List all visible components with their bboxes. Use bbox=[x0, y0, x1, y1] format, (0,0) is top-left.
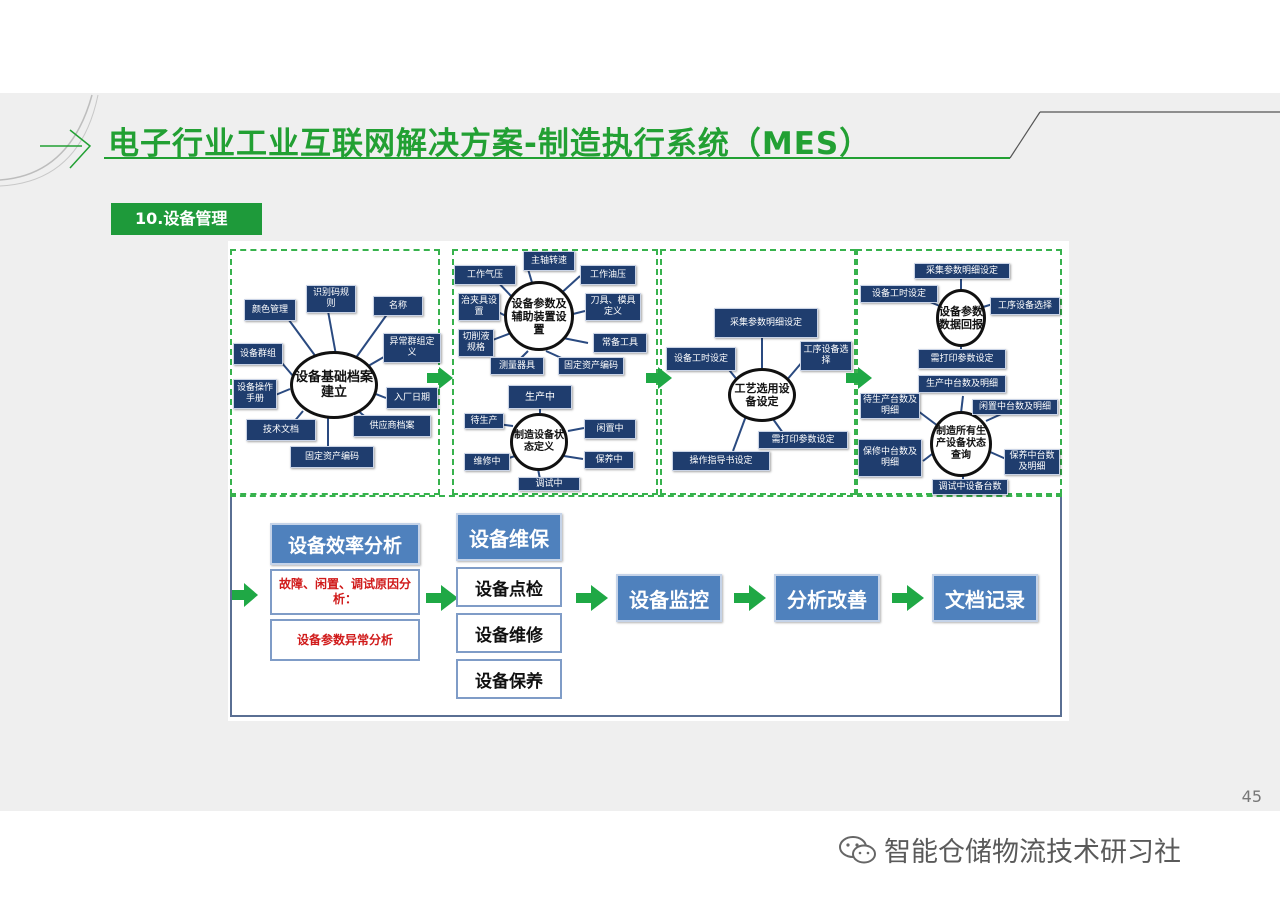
node-exception-group: 异常群组定义 bbox=[383, 333, 441, 363]
node-supplier-archive: 供应商档案 bbox=[353, 415, 431, 437]
repair-box: 设备维修 bbox=[456, 613, 562, 653]
node-print-param-setup: 需打印参数设定 bbox=[758, 431, 848, 449]
maintenance-title-box: 设备维保 bbox=[456, 513, 562, 561]
hub-status-query: 制造所有生产设备状态查询 bbox=[930, 411, 992, 477]
node-tool-mold-definition: 刀具、模具定义 bbox=[585, 293, 641, 321]
node-entry-date: 入厂日期 bbox=[386, 387, 438, 409]
wechat-icon bbox=[839, 835, 876, 863]
arrow-right-icon bbox=[646, 367, 672, 389]
upkeep-box: 设备保养 bbox=[456, 659, 562, 699]
arrow-right-icon bbox=[892, 585, 924, 611]
node-operation-guide: 操作指导书设定 bbox=[672, 451, 770, 471]
arrow-right-icon bbox=[426, 585, 458, 611]
node-work-air-pressure: 工作气压 bbox=[454, 265, 516, 285]
node-process-select-2: 工序设备选择 bbox=[990, 297, 1060, 315]
param-anomaly-box: 设备参数异常分析 bbox=[270, 619, 420, 661]
node-tech-docs: 技术文档 bbox=[246, 419, 316, 441]
node-print-param-2: 需打印参数设定 bbox=[918, 349, 1006, 369]
analysis-improve-box: 分析改善 bbox=[774, 574, 880, 622]
node-awaiting-count: 待生产台数及明细 bbox=[860, 393, 920, 419]
node-idle-count: 闲置中台数及明细 bbox=[972, 399, 1058, 415]
node-id-code-rule: 识别码规则 bbox=[306, 285, 356, 313]
node-collection-param-detail: 采集参数明细设定 bbox=[714, 308, 818, 338]
node-in-production: 生产中 bbox=[508, 385, 572, 409]
node-process-equipment-select: 工序设备选择 bbox=[800, 341, 852, 371]
watermark: 智能仓储物流技术研习社 bbox=[838, 830, 1181, 869]
hub-params-setup: 设备参数及辅助装置设置 bbox=[504, 281, 574, 351]
monitoring-box: 设备监控 bbox=[616, 574, 722, 622]
panel-params-and-status bbox=[452, 249, 658, 495]
node-work-oil-pressure: 工作油压 bbox=[580, 265, 636, 285]
node-cutting-fluid-spec: 切削液规格 bbox=[458, 329, 494, 357]
section-tag: 10.设备管理 bbox=[111, 203, 262, 235]
diagram-area: 设备基础档案建立 颜色管理 识别码规则 名称 异常群组定义 设备群组 设备操作手… bbox=[228, 241, 1069, 721]
bottom-frame bbox=[230, 497, 1062, 717]
node-collection-detail-2: 采集参数明细设定 bbox=[914, 263, 1010, 279]
node-measuring-tools: 测量器具 bbox=[490, 357, 544, 375]
document-records-box: 文档记录 bbox=[932, 574, 1038, 622]
arrow-right-icon bbox=[576, 585, 608, 611]
node-fixture-setup: 治夹具设置 bbox=[458, 293, 500, 321]
node-standby-tools: 常备工具 bbox=[593, 333, 647, 353]
arrow-right-icon bbox=[846, 367, 872, 389]
efficiency-analysis-box: 设备效率分析 bbox=[270, 523, 420, 565]
watermark-text: 智能仓储物流技术研习社 bbox=[884, 837, 1181, 868]
node-debugging: 调试中 bbox=[518, 477, 580, 491]
node-repair-count: 保修中台数及明细 bbox=[858, 439, 922, 477]
node-fixed-asset-code: 固定资产编码 bbox=[290, 446, 374, 468]
node-maintenance-count: 保养中台数及明细 bbox=[1004, 449, 1060, 475]
node-awaiting-production: 待生产 bbox=[464, 413, 504, 429]
hub-process-equipment: 工艺选用设备设定 bbox=[728, 368, 796, 422]
node-under-maintenance: 保养中 bbox=[584, 451, 634, 469]
node-under-repair: 维修中 bbox=[464, 453, 510, 471]
arrow-right-icon bbox=[232, 583, 258, 607]
page-number: 45 bbox=[1241, 787, 1262, 806]
node-idle: 闲置中 bbox=[584, 419, 636, 439]
node-spindle-speed: 主轴转速 bbox=[523, 251, 575, 271]
node-fixed-asset-code-2: 固定资产编码 bbox=[558, 357, 624, 375]
fault-analysis-box: 故障、闲置、调试原因分析： bbox=[270, 569, 420, 615]
inspection-box: 设备点检 bbox=[456, 567, 562, 607]
hub-basic-archive: 设备基础档案建立 bbox=[290, 351, 378, 419]
panel-divider bbox=[230, 495, 1062, 497]
node-color-management: 颜色管理 bbox=[244, 299, 296, 321]
node-equipment-hours-2: 设备工时设定 bbox=[860, 285, 938, 303]
node-debug-count: 调试中设备台数 bbox=[932, 479, 1008, 495]
hub-data-report: 设备参数数据回报 bbox=[936, 289, 986, 347]
node-name: 名称 bbox=[373, 296, 423, 316]
arrow-right-icon bbox=[734, 585, 766, 611]
slide-title: 电子行业工业互联网解决方案-制造执行系统（MES） bbox=[108, 126, 872, 162]
node-production-count: 生产中台数及明细 bbox=[918, 375, 1006, 393]
arrow-right-icon bbox=[427, 367, 453, 389]
node-equipment-hours: 设备工时设定 bbox=[666, 347, 736, 371]
hub-status-definition: 制造设备状态定义 bbox=[510, 413, 568, 471]
node-equipment-group: 设备群组 bbox=[233, 343, 283, 365]
node-operation-manual: 设备操作手册 bbox=[233, 379, 277, 409]
